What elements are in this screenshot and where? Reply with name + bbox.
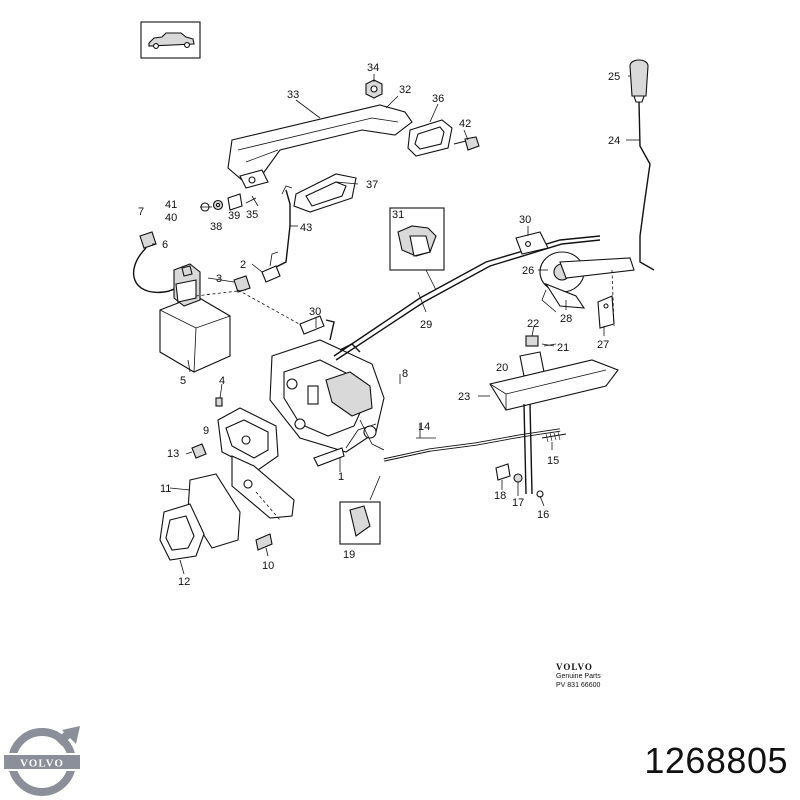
part-link-rod — [269, 189, 291, 271]
callout-leader-lines — [152, 74, 640, 575]
callout-11: 11 — [160, 483, 171, 495]
part-lock-cover — [217, 407, 279, 471]
callout-6: 6 — [162, 239, 168, 251]
callout-7: 7 — [138, 206, 144, 218]
callout-21: 21 — [557, 342, 569, 354]
part-lock-motor — [159, 263, 231, 373]
callout-27: 27 — [597, 339, 609, 351]
stamp-subtitle: Genuine Parts — [556, 673, 601, 680]
callout-8: 8 — [402, 368, 408, 380]
part-handle-gasket — [407, 119, 453, 157]
part-outer-door-handle — [227, 104, 413, 189]
callout-23: 23 — [458, 391, 470, 403]
part-clip — [261, 251, 281, 283]
callout-3: 3 — [216, 273, 222, 285]
callout-30-right: 30 — [519, 214, 531, 226]
callout-32: 32 — [399, 84, 411, 96]
part-lock-rod — [333, 235, 601, 357]
part-grommet — [389, 207, 445, 291]
callout-42: 42 — [459, 118, 471, 130]
part-screw — [453, 136, 480, 151]
callout-36: 36 — [432, 93, 444, 105]
callout-40: 40 — [165, 212, 177, 224]
callout-22: 22 — [527, 318, 539, 330]
callout-43: 43 — [300, 222, 312, 234]
callout-4: 4 — [219, 375, 225, 387]
callout-35: 35 — [246, 209, 258, 221]
callout-19: 19 — [343, 549, 355, 561]
callout-25: 25 — [608, 71, 620, 83]
callout-37: 37 — [366, 179, 378, 191]
callout-2: 2 — [240, 259, 246, 271]
part-screw-small — [191, 443, 207, 459]
callout-39: 39 — [228, 210, 240, 222]
callout-17: 17 — [512, 497, 524, 509]
part-handle-frame — [293, 173, 357, 213]
part-central-lock-actuator — [489, 335, 619, 411]
logo-wordmark: VOLVO — [20, 758, 64, 770]
callout-9: 9 — [203, 425, 209, 437]
part-rod-clip — [195, 275, 311, 331]
stamp-brand-name: VOLVO — [556, 662, 593, 672]
callout-28: 28 — [560, 313, 572, 325]
part-nut — [365, 79, 383, 99]
part-door-lock-mechanism — [269, 319, 385, 467]
part-rod-retaining-clip — [339, 475, 381, 545]
callout-16: 16 — [537, 509, 549, 521]
callout-41: 41 — [165, 199, 177, 211]
callout-29: 29 — [420, 319, 432, 331]
callout-13: 13 — [167, 448, 179, 460]
part-small-fasteners — [200, 193, 259, 212]
part-knob-rod — [638, 101, 655, 271]
callout-12: 12 — [178, 576, 190, 588]
callout-1: 1 — [338, 471, 344, 483]
callout-labels: 34 33 32 36 42 37 41 40 38 39 35 7 6 43 … — [138, 62, 620, 588]
callout-20: 20 — [496, 362, 508, 374]
part-vertical-linkage — [495, 403, 544, 498]
genuine-parts-stamp: VOLVO Genuine Parts PV 831 66600 — [556, 662, 626, 690]
callout-38: 38 — [210, 221, 222, 233]
callout-34: 34 — [367, 62, 379, 74]
callout-15: 15 — [547, 455, 559, 467]
part-lock-knob — [629, 59, 649, 103]
vehicle-thumbnail — [140, 21, 201, 59]
callout-26: 26 — [522, 265, 534, 277]
part-rod-clip-upper — [299, 315, 325, 335]
callout-5: 5 — [180, 375, 186, 387]
callout-33: 33 — [287, 89, 299, 101]
callout-31: 31 — [392, 209, 404, 221]
callout-30-left: 30 — [309, 306, 321, 318]
callout-14: 14 — [418, 421, 430, 433]
part-bracket — [515, 231, 549, 255]
stamp-code: PV 831 66600 — [556, 682, 601, 689]
part-pin — [215, 397, 223, 407]
volvo-logo-icon: VOLVO — [4, 726, 80, 796]
part-spring — [541, 431, 567, 443]
callout-10: 10 — [262, 560, 274, 572]
part-striker-plate — [159, 455, 295, 561]
part-number: 1268805 — [644, 740, 788, 781]
callout-18: 18 — [494, 490, 506, 502]
part-rod-guide — [597, 269, 615, 329]
part-lock-cylinder-assembly — [539, 251, 635, 313]
callout-24: 24 — [608, 135, 620, 147]
